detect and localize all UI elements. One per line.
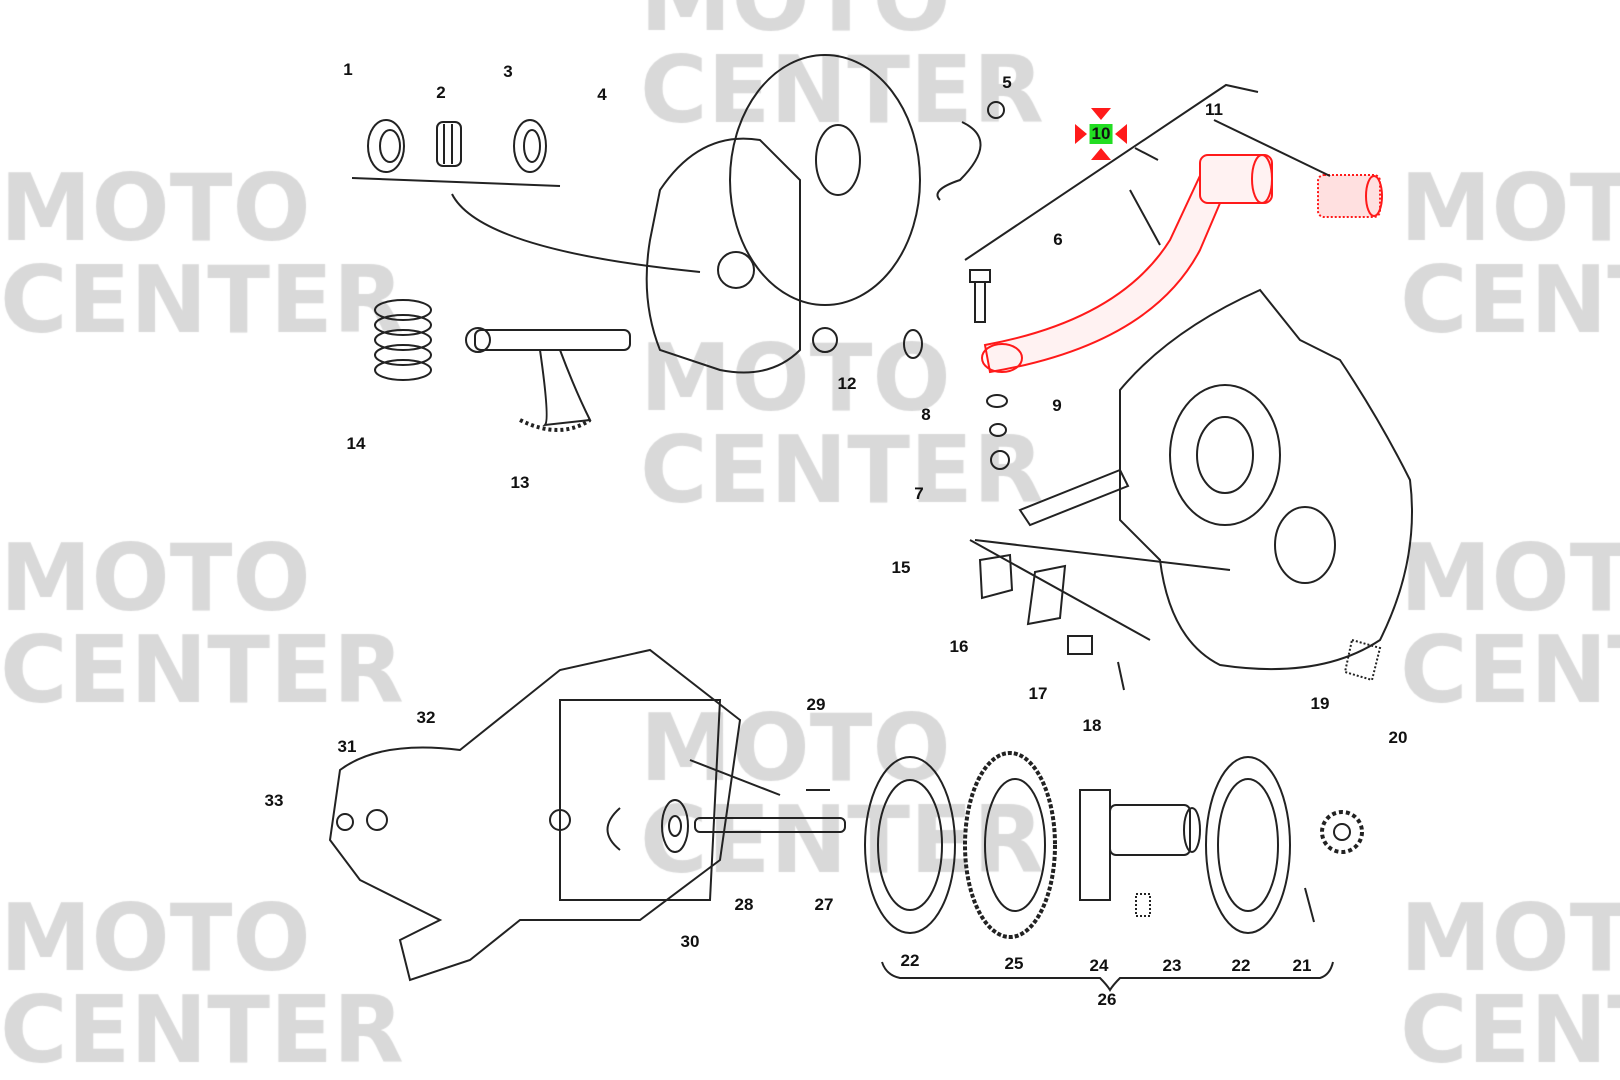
part-label-16[interactable]: 16: [949, 637, 969, 656]
part-23-spring: [1135, 893, 1151, 917]
part-label-31[interactable]: 31: [337, 737, 357, 756]
part-14-spring: [374, 299, 432, 381]
part-label-25[interactable]: 25: [1004, 954, 1024, 973]
part-label-19[interactable]: 19: [1310, 694, 1330, 713]
part-label-18[interactable]: 18: [1082, 716, 1102, 735]
part-label-10[interactable]: 10: [1089, 124, 1113, 144]
part-label-22[interactable]: 22: [900, 951, 920, 970]
part-label-9[interactable]: 9: [1052, 396, 1062, 415]
part-label-20[interactable]: 20: [1388, 728, 1408, 747]
part-4-ring: [513, 119, 547, 173]
parts-15-16-17-18-19: [969, 539, 1382, 691]
part-label-15[interactable]: 15: [891, 558, 911, 577]
selection-arrow-icon: [1091, 108, 1111, 120]
part-label-4[interactable]: 4: [597, 85, 607, 104]
selection-arrow-icon: [1075, 124, 1087, 144]
part-22-plate-left: [864, 756, 956, 934]
parts-7-8-9-washers-nut: [986, 394, 1010, 470]
part-label-32[interactable]: 32: [416, 708, 436, 727]
leader-lines-lever: [964, 83, 1331, 261]
crankcase-cover: [645, 54, 921, 374]
selection-arrow-icon: [1091, 148, 1111, 160]
part-1-seal: [367, 119, 405, 173]
part-20-sprocket: [1320, 810, 1364, 854]
part-27-shaft: [694, 817, 846, 833]
part-label-21[interactable]: 21: [1292, 956, 1312, 975]
part-26-bracket: [881, 961, 1334, 992]
part-5-nut: [936, 101, 1005, 201]
part-25-gear: [963, 751, 1057, 939]
part-label-24[interactable]: 24: [1089, 956, 1109, 975]
selection-arrow-icon: [1115, 124, 1127, 144]
part-label-28[interactable]: 28: [734, 895, 754, 914]
part-label-2[interactable]: 2: [436, 83, 446, 102]
part-6-bolt: [969, 269, 991, 323]
part-22-plate-right: [1205, 756, 1291, 934]
part-label-7[interactable]: 7: [914, 484, 924, 503]
part-label-13[interactable]: 13: [510, 473, 530, 492]
part-label-22[interactable]: 22: [1231, 956, 1251, 975]
part-label-17[interactable]: 17: [1028, 684, 1048, 703]
part-label-29[interactable]: 29: [806, 695, 826, 714]
part-label-5[interactable]: 5: [1002, 73, 1012, 92]
part-label-1[interactable]: 1: [343, 60, 353, 79]
part-label-33[interactable]: 33: [264, 791, 284, 810]
part-12-bushing: [903, 329, 923, 359]
right-crankcase-half: [1018, 288, 1413, 671]
part-label-27[interactable]: 27: [814, 895, 834, 914]
part-label-11[interactable]: 11: [1205, 100, 1223, 119]
part-label-26[interactable]: 26: [1097, 990, 1117, 1009]
part-11-kickstart-rubber: [1317, 174, 1383, 218]
part-3-bearing: [436, 121, 462, 167]
part-13-kickstart-shaft: [465, 327, 631, 432]
gearbox-case: [328, 648, 781, 982]
part-label-12[interactable]: 12: [837, 374, 857, 393]
part-label-3[interactable]: 3: [503, 62, 513, 81]
part-24-gear-cluster: [1079, 789, 1201, 901]
part-label-30[interactable]: 30: [680, 932, 700, 951]
part-10-kickstart-lever: [981, 154, 1273, 374]
part-label-23[interactable]: 23: [1162, 956, 1182, 975]
part-21-screw: [1304, 887, 1315, 923]
part-label-8[interactable]: 8: [921, 405, 931, 424]
part-28-bearing: [661, 799, 689, 853]
part-label-14[interactable]: 14: [346, 434, 366, 453]
part-label-6[interactable]: 6: [1053, 230, 1063, 249]
